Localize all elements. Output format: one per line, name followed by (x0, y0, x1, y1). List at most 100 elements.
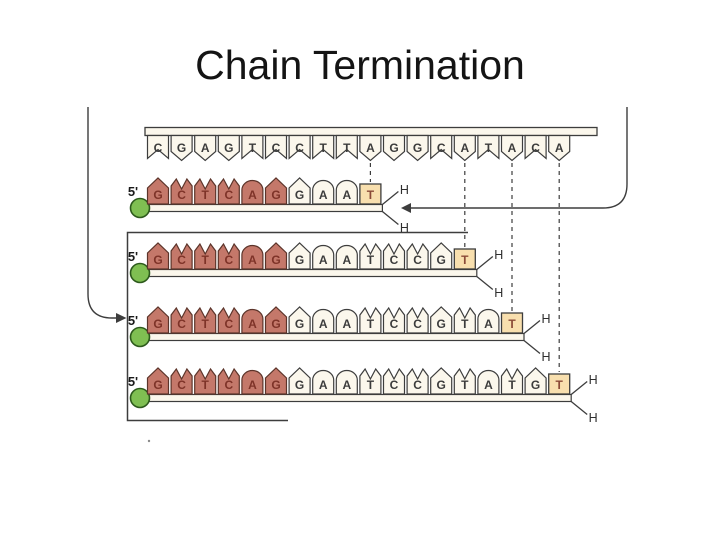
extension-nucleotide-letter: T (461, 317, 469, 331)
terminator-fork-line (523, 319, 541, 335)
nucleotide-tab: G (288, 242, 311, 270)
primer-nucleotide-letter: G (153, 188, 162, 202)
extension-tab-shape (406, 242, 429, 270)
extension-nucleotide-letter: G (295, 188, 304, 202)
nucleotide-tab: C (406, 306, 429, 334)
extension-tab-shape (288, 177, 311, 205)
extension-nucleotide-letter: A (342, 317, 351, 331)
nucleotide-tab: T (194, 242, 217, 270)
primer-nucleotide-letter: G (153, 317, 162, 331)
terminator-fork-line (476, 255, 494, 271)
extension-tab-shape (288, 306, 311, 334)
five-prime-dot (129, 326, 151, 348)
hydrogen-label: H (400, 183, 409, 197)
terminator-letter: T (508, 317, 516, 331)
template-tab-shape (288, 134, 311, 160)
extension-tab-shape (359, 306, 382, 334)
primer-nucleotide-letter: G (153, 253, 162, 267)
terminator-nucleotide-tab: T (548, 373, 571, 395)
extension-nucleotide-letter: T (367, 317, 375, 331)
primer-nucleotide-letter: C (224, 317, 233, 331)
extension-tab-shape (335, 179, 358, 205)
extension-nucleotide-letter: C (390, 253, 399, 267)
extension-tab-shape (335, 369, 358, 395)
template-nucleotide-tab: T (335, 134, 358, 160)
primer-nucleotide-letter: C (224, 378, 233, 392)
primer-nucleotide-letter: A (248, 253, 257, 267)
primer-nucleotide-letter: G (271, 317, 280, 331)
primer-nucleotide-letter: T (202, 317, 210, 331)
template-nucleotide-tab: T (477, 134, 500, 160)
terminator-nucleotide-tab: T (500, 312, 524, 334)
terminator-fork-line (570, 400, 588, 416)
primer-tab-shape (217, 242, 240, 270)
template-nucleotide-tab: C (288, 134, 311, 160)
five-prime-dot (129, 262, 151, 284)
nucleotide-tab: G (146, 306, 170, 334)
nucleotide-tab: T (453, 367, 476, 395)
nucleotide-tab: C (170, 367, 193, 395)
template-nucleotide-letter: T (320, 141, 328, 155)
extension-tab-shape (500, 367, 524, 395)
template-tab-shape (194, 134, 217, 162)
nucleotide-tab: C (217, 367, 240, 395)
extension-tab-shape (359, 367, 382, 395)
primer-nucleotide-letter: T (202, 188, 210, 202)
template-nucleotide-tab: C (264, 134, 288, 160)
extension-tab-shape (335, 244, 358, 270)
nucleotide-tab: C (406, 367, 429, 395)
template-tab-shape (477, 134, 500, 160)
primer-tab-shape (217, 306, 240, 334)
nucleotide-tab: C (382, 306, 406, 334)
primer-tab-shape (264, 177, 288, 205)
nucleotide-tab: G (524, 367, 547, 395)
template-tab-shape (406, 134, 429, 162)
hydrogen-label: H (494, 248, 503, 262)
terminator-fork-line (476, 275, 494, 291)
template-nucleotide-tab: G (217, 134, 240, 162)
primer-nucleotide-letter: C (224, 253, 233, 267)
primer-nucleotide-letter: A (248, 317, 257, 331)
product-backbone (139, 393, 572, 403)
primer-nucleotide-letter: T (202, 378, 210, 392)
extension-nucleotide-letter: G (531, 378, 540, 392)
template-tab-shape (359, 134, 382, 162)
nucleotide-tab: G (430, 242, 453, 270)
nucleotide-tab: T (359, 306, 382, 334)
extension-nucleotide-letter: A (342, 378, 351, 392)
template-nucleotide-tab: G (382, 134, 406, 162)
extension-tab-shape (453, 367, 476, 395)
nucleotide-tab: A (335, 179, 358, 205)
primer-nucleotide-letter: G (271, 378, 280, 392)
primer-tab-shape (194, 177, 217, 205)
product-group-box (126, 231, 468, 422)
template-nucleotide-tab: C (430, 134, 453, 160)
nucleotide-tab: A (241, 244, 264, 270)
template-nucleotide-tab: G (170, 134, 193, 162)
template-nucleotide-letter: A (508, 141, 517, 155)
template-nucleotide-letter: A (366, 141, 375, 155)
nucleotide-tab: C (217, 306, 240, 334)
template-nucleotide-letter: C (437, 141, 446, 155)
nucleotide-tab: T (194, 367, 217, 395)
extension-nucleotide-letter: T (508, 378, 516, 392)
template-nucleotide-tab: A (548, 134, 571, 162)
extension-nucleotide-letter: T (367, 378, 375, 392)
primer-nucleotide-letter: C (177, 317, 186, 331)
template-tab-shape (264, 134, 288, 160)
hydrogen-label: H (400, 221, 409, 235)
slide-title: Chain Termination (195, 42, 525, 88)
terminator-letter: T (556, 378, 564, 392)
primer-nucleotide-letter: C (224, 188, 233, 202)
primer-nucleotide-letter: T (202, 253, 210, 267)
extension-nucleotide-letter: C (390, 378, 399, 392)
primer-tab-shape (146, 242, 170, 270)
nucleotide-tab: C (406, 242, 429, 270)
extension-tab-shape (359, 242, 382, 270)
extension-nucleotide-letter: A (484, 317, 493, 331)
terminator-nucleotide-tab: T (453, 248, 476, 270)
template-tab-shape (524, 134, 547, 160)
